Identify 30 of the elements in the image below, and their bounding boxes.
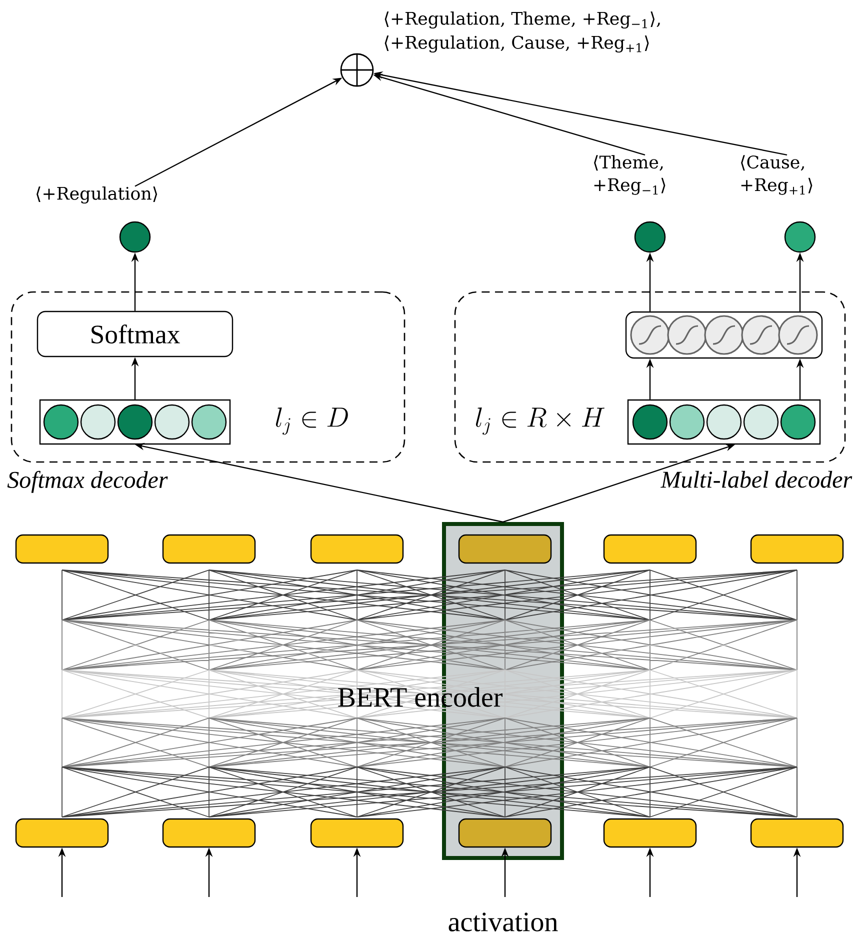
token-box [750, 534, 844, 564]
tuple-label: ⟨Cause, +Reg$_{+1}$⟩ [741, 155, 812, 195]
token-box [310, 818, 404, 848]
tuple-label: ⟨Theme, +Reg$_{−1}$⟩ [594, 155, 666, 195]
column-caption: activation [448, 912, 558, 932]
output-neuron [634, 221, 666, 253]
softmax-box: Softmax [36, 310, 234, 358]
token-box [750, 818, 844, 848]
output-neuron [784, 221, 816, 253]
node-label: Multi-label decoder [660, 470, 852, 488]
token-box [162, 534, 256, 564]
label-vector [39, 399, 231, 445]
encoder-label: BERT encoder [338, 687, 502, 707]
output-neuron [119, 221, 151, 253]
node-label: Softmax decoder [7, 470, 168, 493]
tuple-label: ⟨+Regulation⟩ [36, 186, 158, 204]
token-box [458, 534, 552, 564]
token-box [15, 818, 109, 848]
label-vector [627, 399, 821, 445]
token-box [162, 818, 256, 848]
tuple-label: ⟨+Regulation, Cause, +Reg$_{+1}$⟩ [384, 36, 649, 52]
formula: $l_j \in D$ [276, 408, 348, 435]
token-box [458, 818, 552, 848]
token-box [603, 534, 697, 564]
token-box [603, 818, 697, 848]
formula: $l_j \in R \times H$ [476, 408, 604, 435]
tuple-label: ⟨+Regulation, Theme, +Reg$_{−1}$⟩, [384, 12, 660, 28]
sigmoid-layer [625, 311, 823, 359]
token-box [310, 534, 404, 564]
token-box [15, 534, 109, 564]
